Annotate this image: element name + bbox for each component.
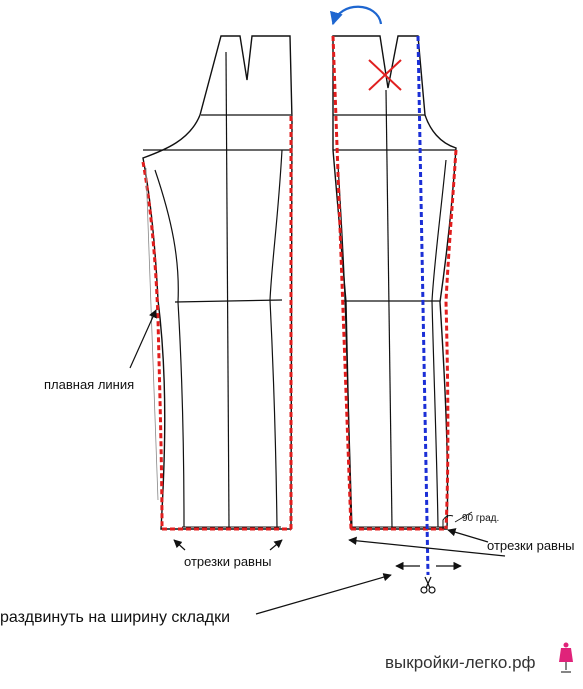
right-angle-mark: [442, 515, 454, 529]
spread-instruction-arrow: [255, 573, 392, 615]
dress-form-icon: [559, 642, 573, 673]
back-inner-leg-left: [337, 164, 353, 528]
front-crease-line: [225, 51, 230, 528]
front-knee-line: [174, 299, 283, 303]
segments-equal-left-label: отрезки равны: [184, 554, 271, 569]
rotate-arrow-icon: [330, 5, 383, 26]
back-blue-cut-line: [416, 35, 430, 576]
back-inner-leg-right: [431, 159, 447, 528]
smooth-line-label: плавная линия: [44, 377, 134, 392]
front-outline: [142, 35, 293, 530]
spread-instruction-label: раздвинуть на ширину складки: [0, 609, 230, 626]
back-crease-line: [385, 89, 393, 528]
front-inner-leg-left: [154, 169, 185, 528]
front-red-guide-left: [141, 161, 164, 530]
front-pattern-piece: [141, 35, 293, 531]
front-inner-leg-right: [269, 149, 283, 528]
scissors-icon: [420, 576, 436, 594]
watermark-text: выкройки-легко.рф: [385, 653, 536, 672]
angle-label: 90 град.: [462, 513, 499, 524]
segments-equal-right-label: отрезки равны: [487, 538, 574, 553]
back-red-guide-right: [444, 149, 458, 530]
left-segment-arrow-right: [269, 539, 283, 551]
back-outline: [332, 35, 457, 530]
right-segment-arrow-right: [447, 528, 489, 543]
smooth-line-arrow: [129, 309, 157, 369]
back-red-guide-left: [331, 35, 353, 530]
angle-pointer-line: [454, 511, 473, 523]
right-segment-arrow-left: [348, 536, 506, 557]
back-pattern-piece: [330, 5, 458, 576]
left-segment-arrow-left: [173, 539, 186, 551]
front-reference-line: [145, 167, 159, 501]
red-cross-mark: [368, 59, 402, 91]
